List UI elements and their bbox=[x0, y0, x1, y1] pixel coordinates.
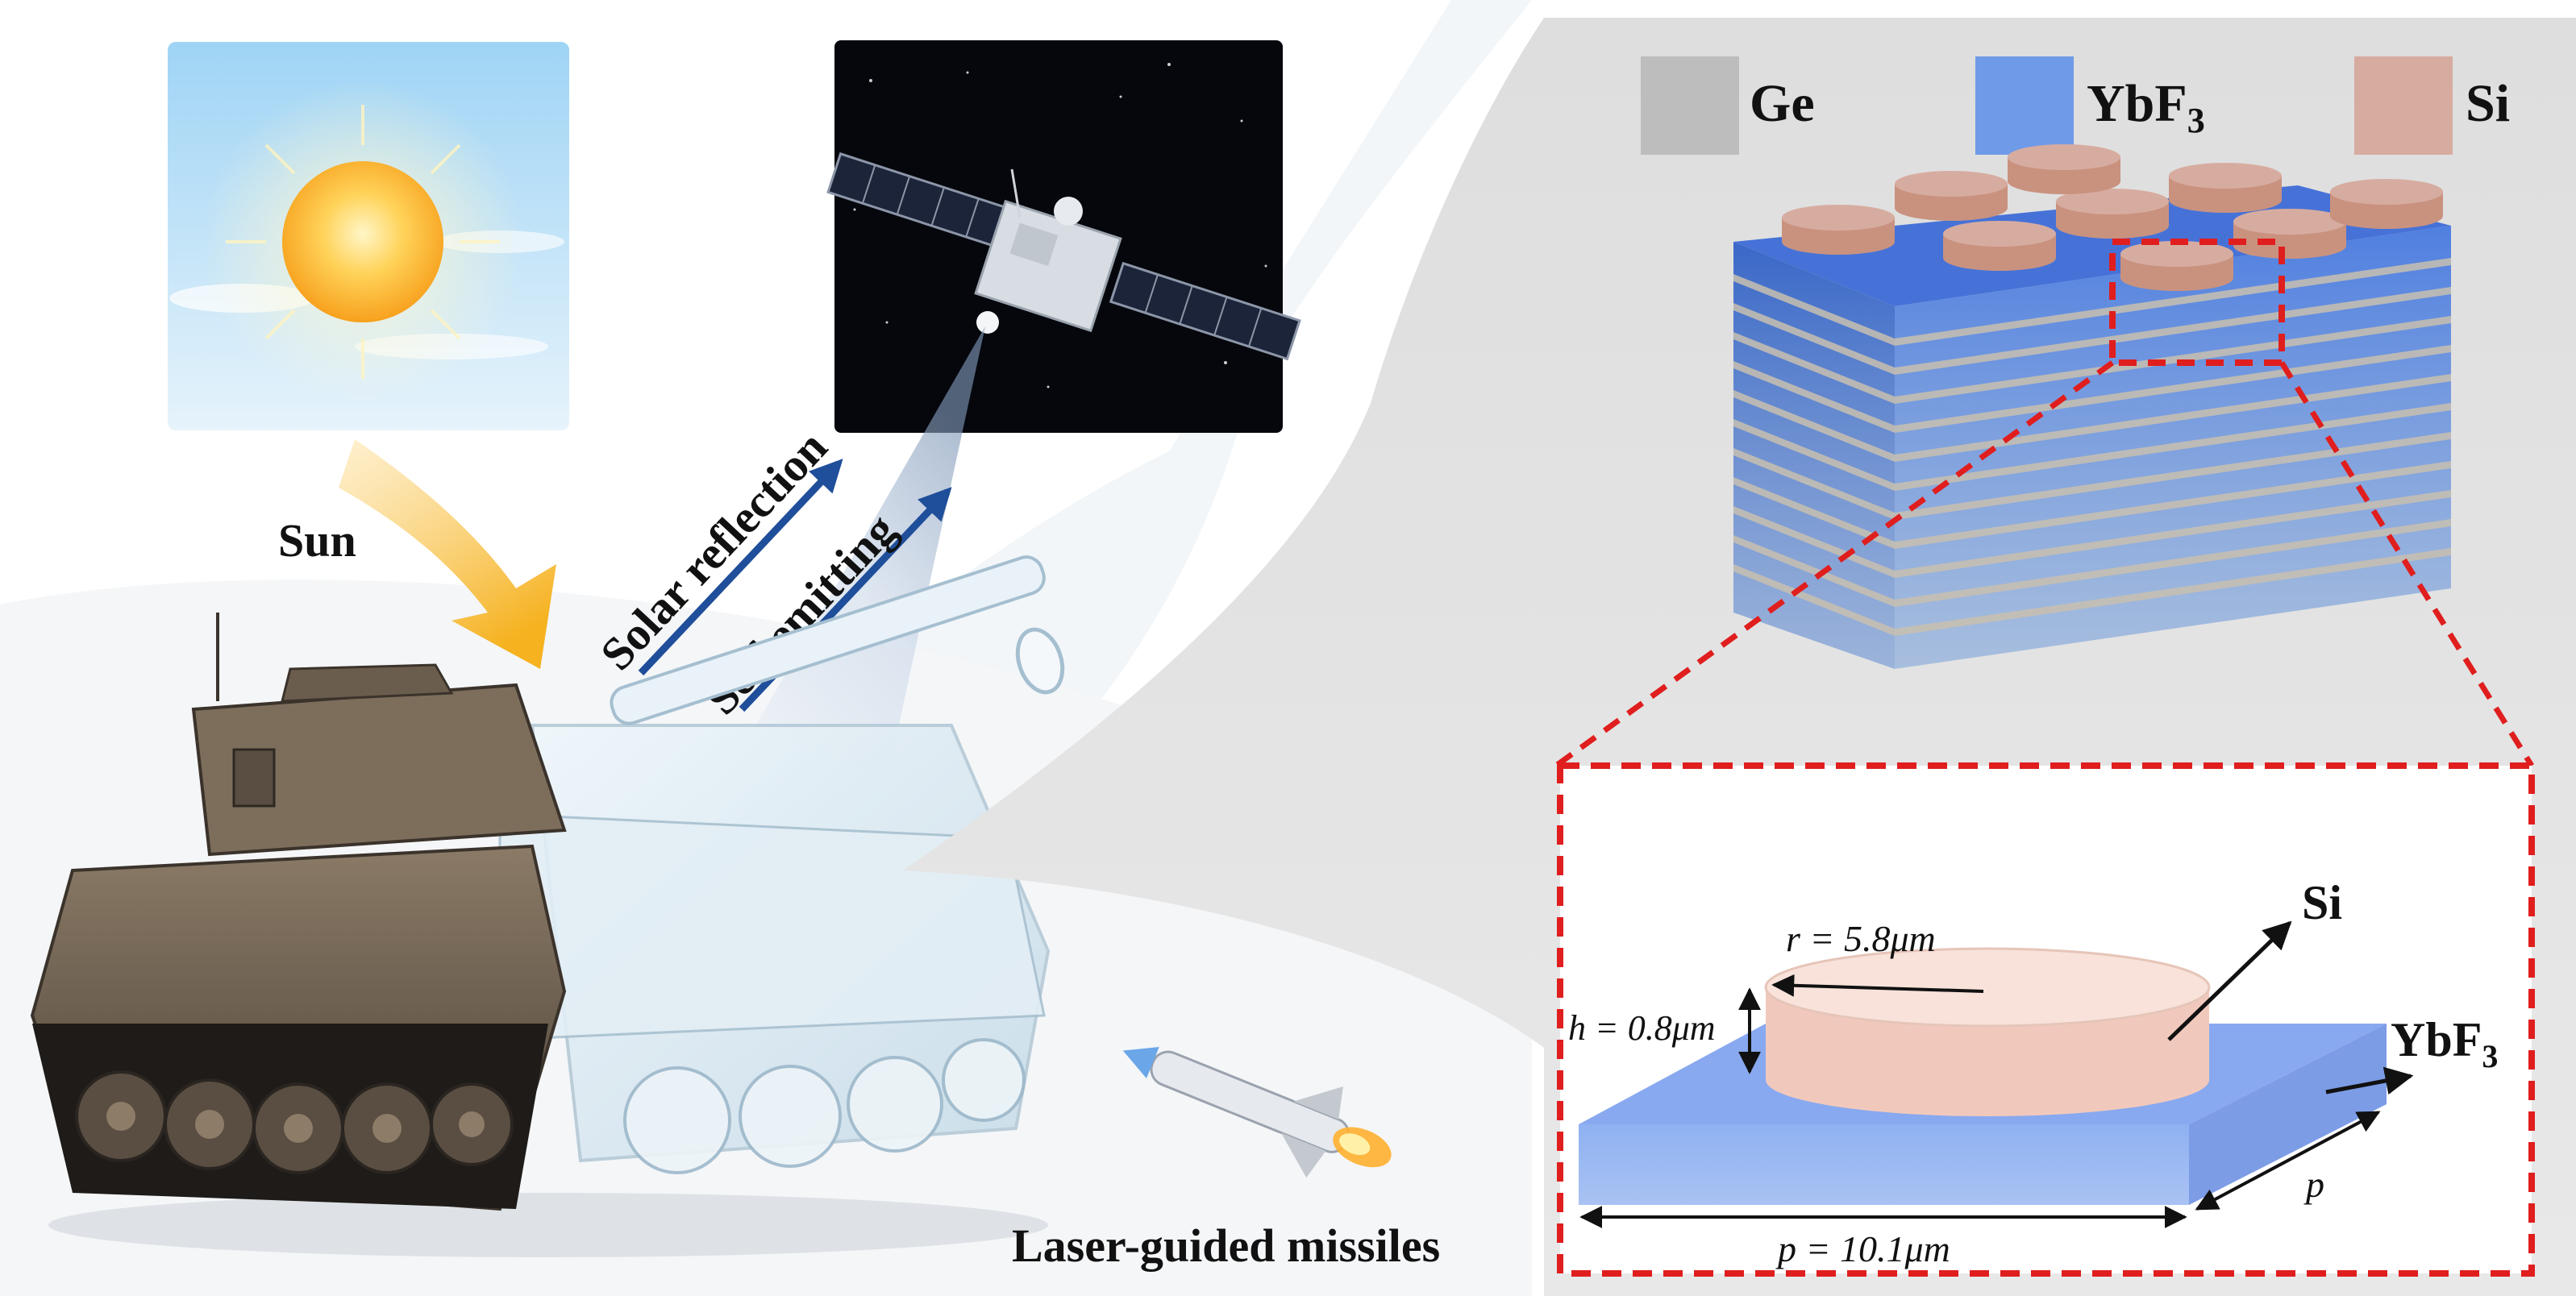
ybf3-slab bbox=[1579, 1124, 2189, 1205]
period-label: p = 10.1μm bbox=[1775, 1228, 1950, 1269]
si-pillar-top bbox=[2330, 179, 2443, 205]
radius-label: r = 5.8μm bbox=[1786, 918, 1936, 959]
satellite-panel bbox=[828, 40, 1300, 433]
sun-icon bbox=[282, 161, 443, 322]
multilayer-block bbox=[1733, 144, 2451, 669]
sun-panel bbox=[168, 42, 569, 430]
sun-label: Sun bbox=[278, 514, 356, 567]
unit-cell-zoom: r = 5.8μm h = 0.8μm Si YbF3 p = 10.1μm p bbox=[1560, 766, 2532, 1273]
si-pillar-top bbox=[2008, 144, 2120, 170]
si-pillar-top bbox=[2233, 209, 2346, 235]
legend-swatch-ge bbox=[1641, 56, 1739, 155]
ybf3-label: YbF3 bbox=[2391, 1013, 2498, 1074]
height-label: h = 0.8μm bbox=[1568, 1008, 1716, 1048]
legend-label-ybf3: YbF3 bbox=[2087, 74, 2205, 140]
legend-swatch-ybf3 bbox=[1975, 56, 2074, 155]
legend-label-si: Si bbox=[2466, 74, 2510, 133]
missiles-label: Laser-guided missiles bbox=[1012, 1219, 1440, 1272]
si-pillar-top bbox=[1943, 221, 2056, 247]
si-pillar-top bbox=[2169, 163, 2282, 189]
period-side-label: p bbox=[2303, 1164, 2324, 1205]
si-pillar-top bbox=[1782, 205, 1895, 231]
legend-swatch-si bbox=[2354, 56, 2453, 155]
si-pillar-top bbox=[1895, 171, 2008, 197]
legend-label-ge: Ge bbox=[1750, 74, 1815, 133]
si-label: Si bbox=[2302, 876, 2342, 929]
